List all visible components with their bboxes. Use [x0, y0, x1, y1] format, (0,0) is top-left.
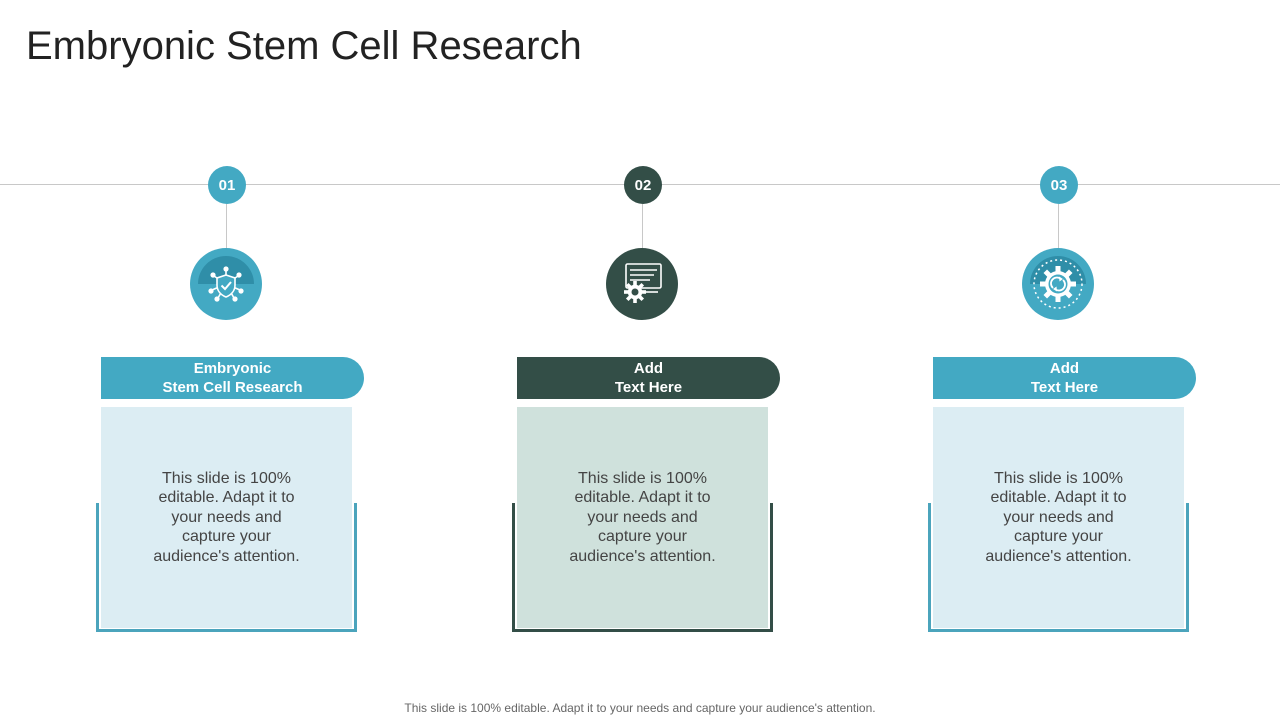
card-body-text: This slide is 100% editable. Adapt it to…: [985, 469, 1132, 565]
step-2: 02: [512, 0, 812, 720]
step-heading-text: Embryonic Stem Cell Research: [162, 360, 303, 396]
connector-line: [226, 204, 227, 250]
page-title: Embryonic Stem Cell Research: [26, 24, 582, 68]
connector-line: [642, 204, 643, 250]
step-heading: Embryonic Stem Cell Research: [101, 357, 364, 399]
card-body-text: This slide is 100% editable. Adapt it to…: [569, 469, 716, 565]
text-card: This slide is 100% editable. Adapt it to…: [517, 407, 768, 628]
step-heading: Add Text Here: [933, 357, 1196, 399]
card-body-text: This slide is 100% editable. Adapt it to…: [153, 469, 300, 565]
step-heading-text: Add Text Here: [614, 360, 683, 396]
card-frame: [512, 503, 773, 632]
step-number-badge: 03: [1040, 166, 1078, 204]
step-1: 01 Embryonic Stem Cell Research: [96, 0, 396, 720]
connector-line: [1058, 204, 1059, 250]
step-number-badge: 01: [208, 166, 246, 204]
text-card: This slide is 100% editable. Adapt it to…: [101, 407, 352, 628]
gear-cycle-icon: [1022, 248, 1094, 320]
shield-network-icon: [190, 248, 262, 320]
monitor-gear-icon: [606, 248, 678, 320]
footer-note: This slide is 100% editable. Adapt it to…: [404, 701, 876, 715]
text-card: This slide is 100% editable. Adapt it to…: [933, 407, 1184, 628]
card-frame: [96, 503, 357, 632]
step-number-badge: 02: [624, 166, 662, 204]
step-3: 03: [928, 0, 1228, 720]
step-heading: Add Text Here: [517, 357, 780, 399]
card-frame: [928, 503, 1189, 632]
step-heading-text: Add Text Here: [1030, 360, 1099, 396]
